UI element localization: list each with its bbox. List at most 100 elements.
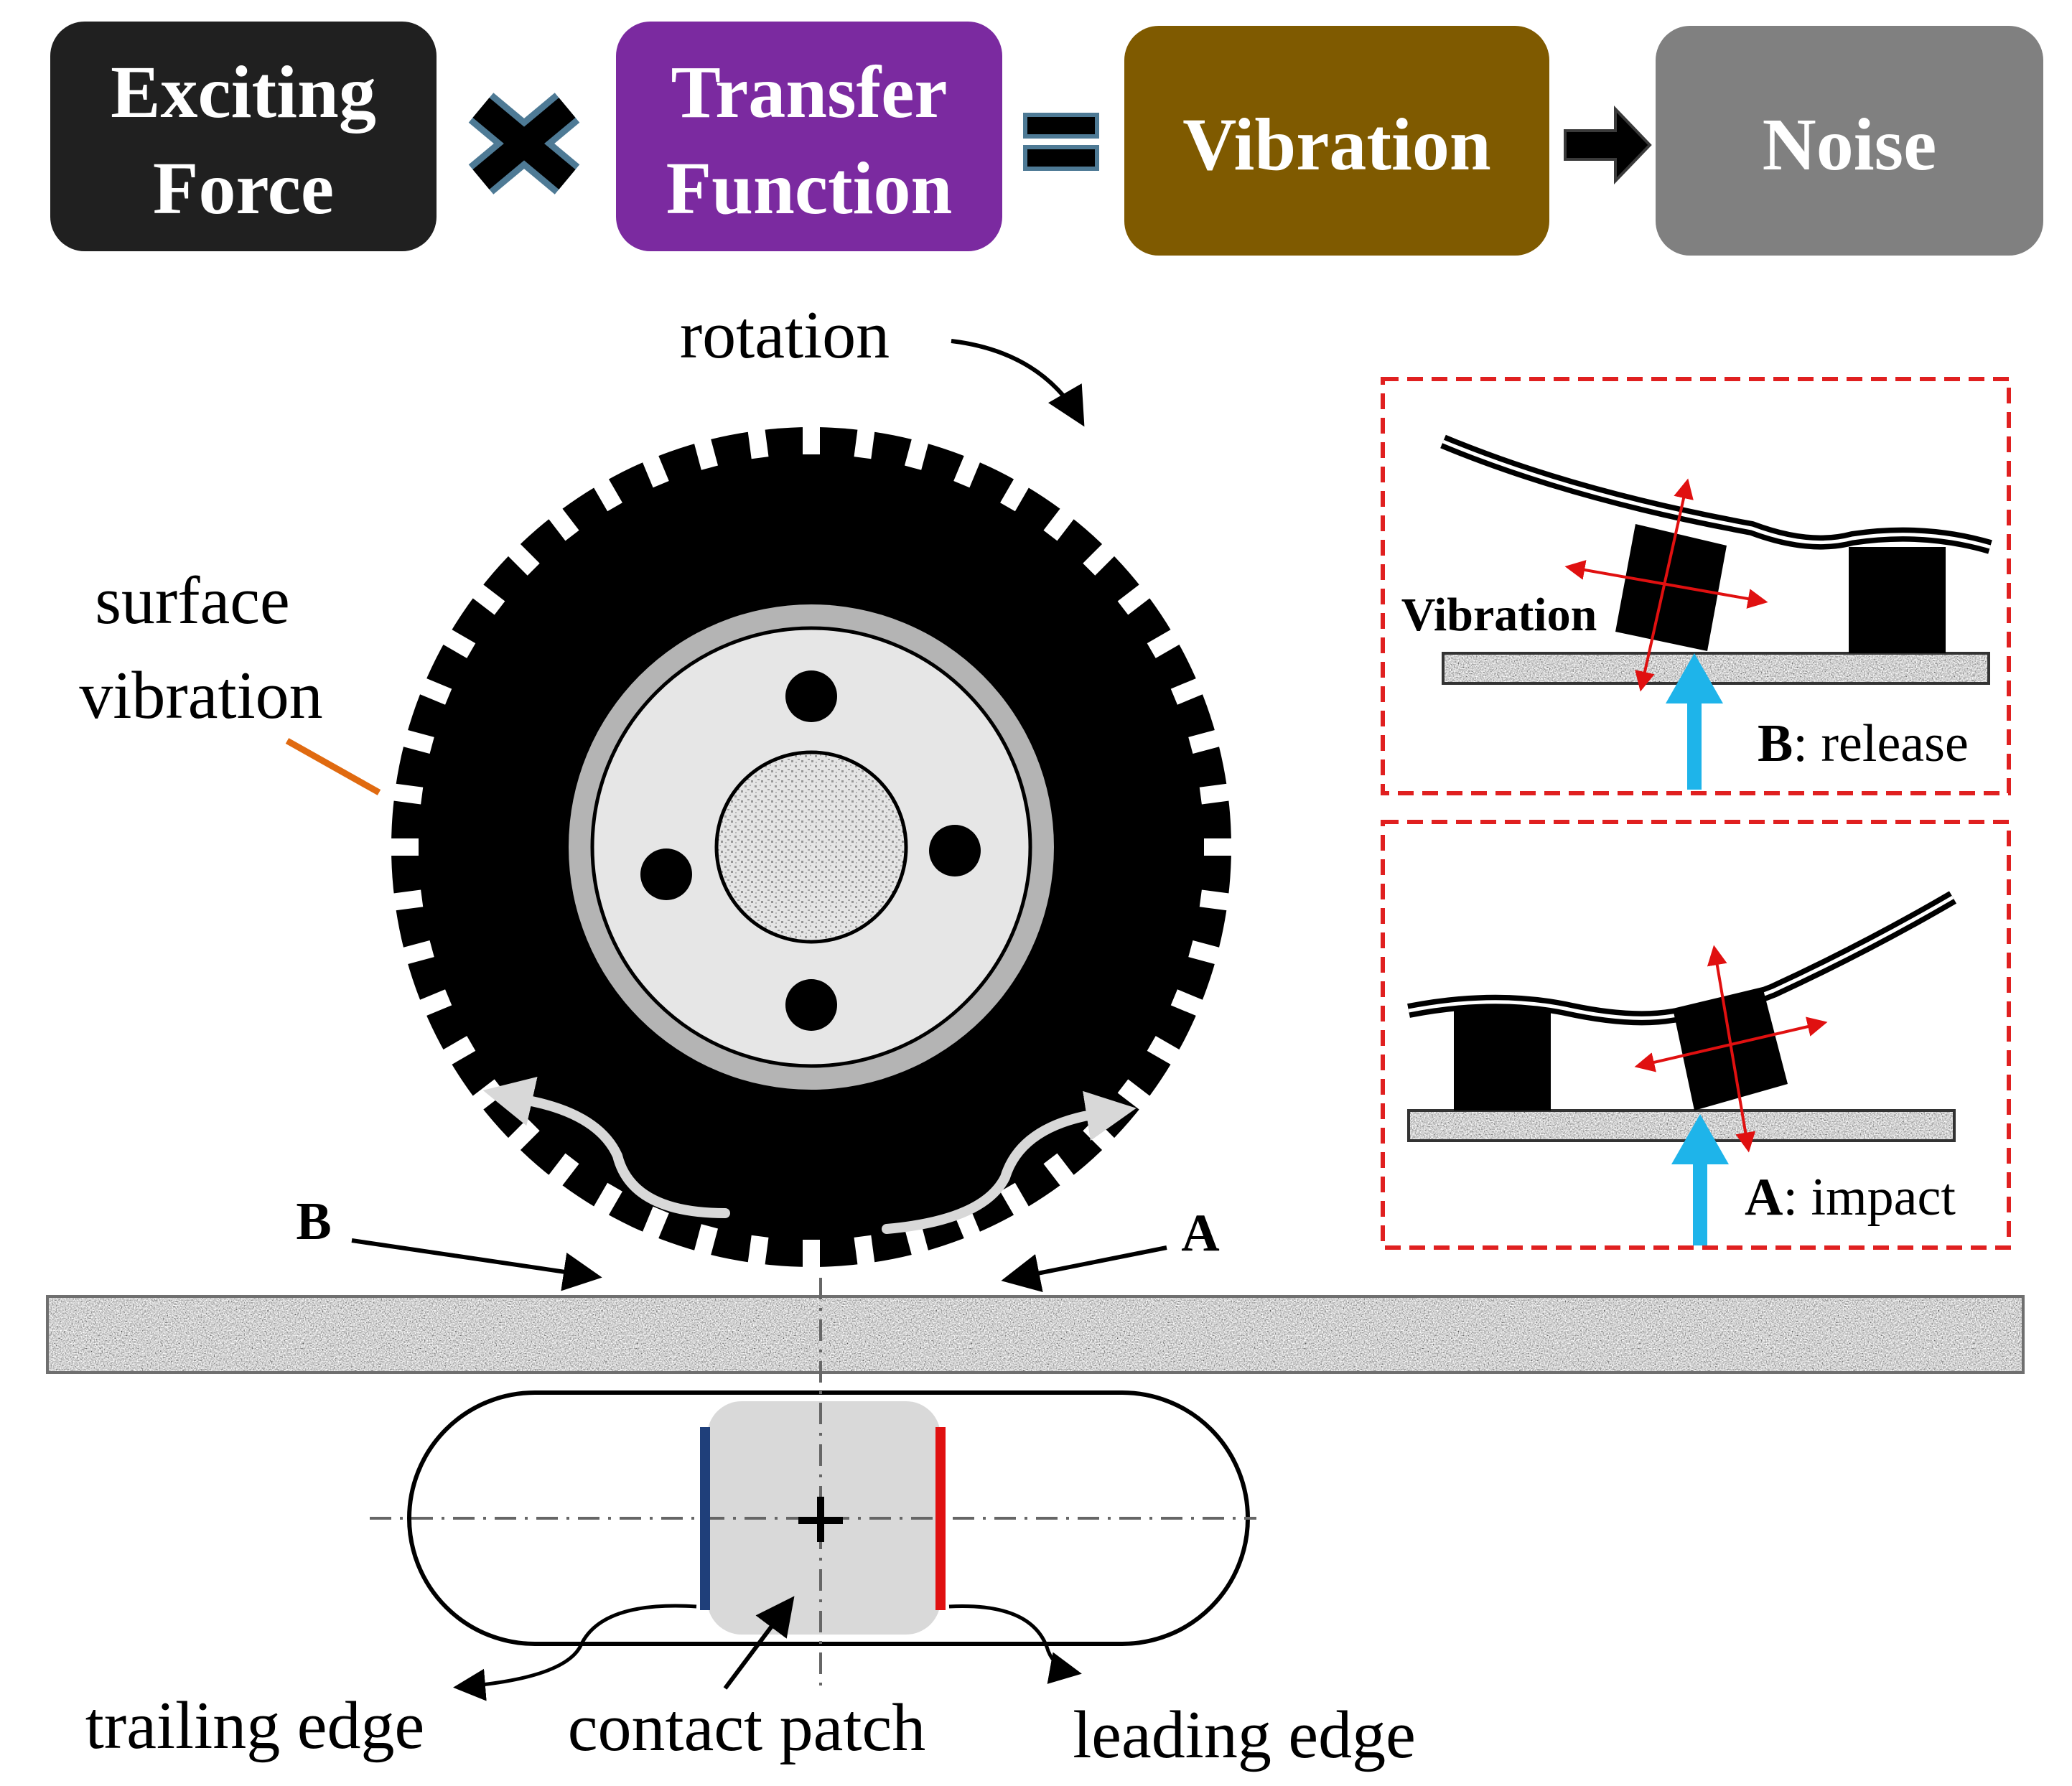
point-b-arrow <box>351 1238 602 1291</box>
tread-notch <box>468 581 505 615</box>
contact-patch-label: contact patch <box>568 1691 925 1765</box>
lug-hole-left <box>640 848 692 900</box>
tread-notch <box>398 728 434 754</box>
tread-notch <box>640 450 669 488</box>
tread-notches <box>386 421 1237 1273</box>
tread-notch <box>1188 728 1225 754</box>
tread-notch <box>438 1036 476 1067</box>
release-tread-block-tilted <box>1615 524 1727 651</box>
multiply-sign <box>468 93 580 195</box>
impact-tread-block-upright <box>1454 1009 1551 1111</box>
vibration-box: Vibration <box>1124 26 1549 256</box>
inset-impact: A: impact <box>1381 820 2011 1250</box>
tread-notch <box>1000 474 1032 512</box>
tread-notch <box>803 421 820 454</box>
tread-notch <box>388 889 424 912</box>
tread-notch <box>953 450 983 488</box>
hub-center <box>714 750 908 944</box>
exciting-force-box: Exciting Force <box>50 22 437 251</box>
rotation-arrow <box>951 339 1085 427</box>
transfer-function-box: Transfer Function <box>616 22 1002 251</box>
release-caption-text: : release <box>1793 714 1968 773</box>
tread-notch <box>386 838 419 856</box>
impact-caption-text: : impact <box>1783 1168 1956 1227</box>
tread-notch <box>1188 940 1225 966</box>
tread-notch <box>504 1118 540 1154</box>
exciting-force-line-1: Exciting <box>111 51 376 134</box>
lug-hole-bottom <box>785 979 837 1031</box>
lug-hole-right <box>929 825 981 876</box>
tread-notch <box>591 474 622 512</box>
release-caption: B: release <box>1758 714 1969 773</box>
tread-notch <box>803 1240 820 1273</box>
tread-notch <box>1199 782 1235 805</box>
tread-notch <box>504 540 540 576</box>
tread-notch <box>388 782 424 805</box>
tread-notch <box>1000 1182 1032 1220</box>
right-arrow-operator <box>1564 106 1652 184</box>
rotation-label: rotation <box>680 298 890 373</box>
impact-road-strip <box>1407 1109 1956 1142</box>
point-b-label: B <box>296 1192 331 1251</box>
point-a-arrow <box>1001 1245 1167 1293</box>
tread-notch <box>414 989 452 1019</box>
deformation-arrow-right <box>882 1090 1137 1234</box>
tire-footprint <box>370 1278 1256 1701</box>
impact-caption-letter: A <box>1745 1168 1783 1227</box>
transfer-function-line-2: Function <box>666 147 953 230</box>
noise-box-label: Noise <box>1763 103 1937 186</box>
tread-notch <box>692 1224 719 1261</box>
tread-notch <box>1043 1153 1078 1190</box>
tread-notch <box>1043 504 1078 541</box>
release-force-arrow <box>1666 653 1723 790</box>
release-road-strip <box>1442 652 1990 685</box>
tread-notch <box>545 1153 579 1190</box>
surface-vibration-label-2: vibration <box>79 658 322 733</box>
tread-notch <box>747 1235 769 1271</box>
tread-notch <box>414 675 452 705</box>
deformation-arrow-left <box>482 1076 730 1218</box>
lug-hole-top <box>785 670 837 722</box>
surface-vibration-pointer <box>285 738 381 795</box>
tread-notch <box>904 434 930 470</box>
tread-notch <box>1170 675 1208 705</box>
tread-notch <box>1147 1036 1185 1067</box>
transfer-function-line-1: Transfer <box>671 51 947 134</box>
tread-notch <box>1147 627 1185 658</box>
contact-patch-pointer <box>723 1596 795 1690</box>
tread-notch <box>904 1224 930 1261</box>
leading-edge-pointer <box>948 1604 1082 1684</box>
tread-notch <box>1199 889 1235 912</box>
vibration-box-label: Vibration <box>1182 103 1491 186</box>
tread-notch <box>854 424 876 459</box>
release-vibration-label: Vibration <box>1401 589 1597 641</box>
noise-box: Noise <box>1656 26 2043 256</box>
road-surface <box>46 1295 2025 1374</box>
trailing-edge-pointer <box>453 1604 697 1701</box>
surface-vibration-label-1: surface <box>95 564 289 638</box>
tread-notch <box>1170 989 1208 1019</box>
tread-notch <box>1204 838 1237 856</box>
tread-notch <box>545 504 579 541</box>
equation-row: Exciting Force Transfer Function Vibrati… <box>50 22 2043 256</box>
impact-caption: A: impact <box>1745 1168 1956 1227</box>
tread-notch <box>854 1235 876 1271</box>
impact-force-arrow <box>1671 1114 1729 1245</box>
tire <box>386 421 1237 1273</box>
inset-release: Vibration B: release <box>1381 377 2011 795</box>
tread-notch <box>398 940 434 966</box>
point-a-label: A <box>1181 1204 1219 1263</box>
release-tread-block-upright <box>1849 547 1946 653</box>
tread-notch <box>1117 581 1154 615</box>
release-vibration-arrow-horizontal <box>1564 560 1768 609</box>
tread-notch <box>747 424 769 459</box>
release-caption-letter: B <box>1758 714 1793 773</box>
tread-notch <box>1083 540 1119 576</box>
tread-notch <box>591 1182 622 1220</box>
tread-notch <box>692 434 719 470</box>
exciting-force-line-2: Force <box>153 147 334 230</box>
trailing-edge-label: trailing edge <box>85 1688 424 1763</box>
impact-vibration-arrow-horizontal <box>1634 1016 1828 1072</box>
equals-sign <box>1023 113 1099 171</box>
